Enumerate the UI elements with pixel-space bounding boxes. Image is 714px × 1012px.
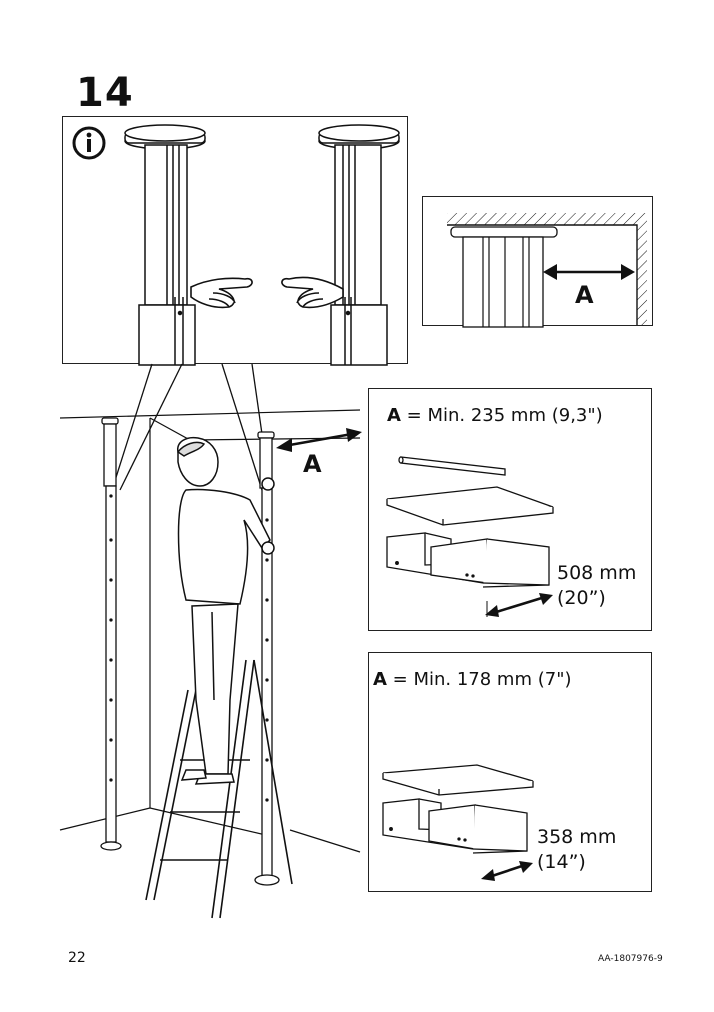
clearance-arrow-detail (543, 264, 635, 280)
option-large-depth-mm: 508 mm (557, 562, 637, 584)
option-large-depth: 508 mm (20”) (557, 561, 636, 611)
pointing-hand-right-icon (281, 276, 344, 309)
option-small-illustration (382, 764, 534, 881)
option-large-illustration (386, 456, 554, 617)
step-number: 14 (76, 70, 134, 116)
right-pole-top (318, 124, 400, 366)
option-large-requirement-text: = Min. 235 mm (9,3") (400, 405, 603, 426)
document-code: AA-1807976-9 (598, 954, 663, 964)
clearance-arrow-main (276, 428, 362, 452)
option-small-depth-mm: 358 mm (537, 826, 617, 848)
left-pole-top (124, 124, 206, 366)
option-large-a-letter: A (387, 405, 401, 426)
option-small-requirement-text: = Min. 178 mm (7") (386, 669, 572, 690)
person-on-ladder (176, 436, 275, 785)
left-pole (100, 417, 122, 851)
option-small-panel: A = Min. 178 mm (7") 358 mm (14”) (368, 652, 652, 892)
pole-top-detail-illustration (72, 124, 400, 366)
option-large-panel: A = Min. 235 mm (9,3") 5 (368, 388, 652, 631)
ceiling-clearance-panel: A (422, 196, 653, 328)
page-number: 22 (68, 950, 86, 966)
pointing-hand-left-icon (190, 277, 253, 309)
option-large-requirement: A = Min. 235 mm (9,3") (387, 405, 603, 426)
clearance-label-a-main: A (303, 450, 322, 478)
info-detail-panel (62, 116, 408, 366)
step-ladder (145, 659, 293, 919)
ceiling-clearance-illustration (447, 213, 647, 328)
option-large-depth-arrow (485, 593, 553, 617)
option-small-depth-in: (14”) (537, 851, 586, 873)
info-icon (72, 126, 106, 160)
option-small-a-letter: A (373, 669, 387, 690)
option-large-depth-in: (20”) (557, 587, 606, 609)
option-small-depth: 358 mm (14”) (537, 825, 616, 875)
option-small-requirement: A = Min. 178 mm (7") (373, 669, 572, 690)
clearance-label-a-detail: A (575, 281, 594, 309)
option-small-depth-arrow (481, 861, 533, 881)
right-pole (254, 431, 280, 886)
